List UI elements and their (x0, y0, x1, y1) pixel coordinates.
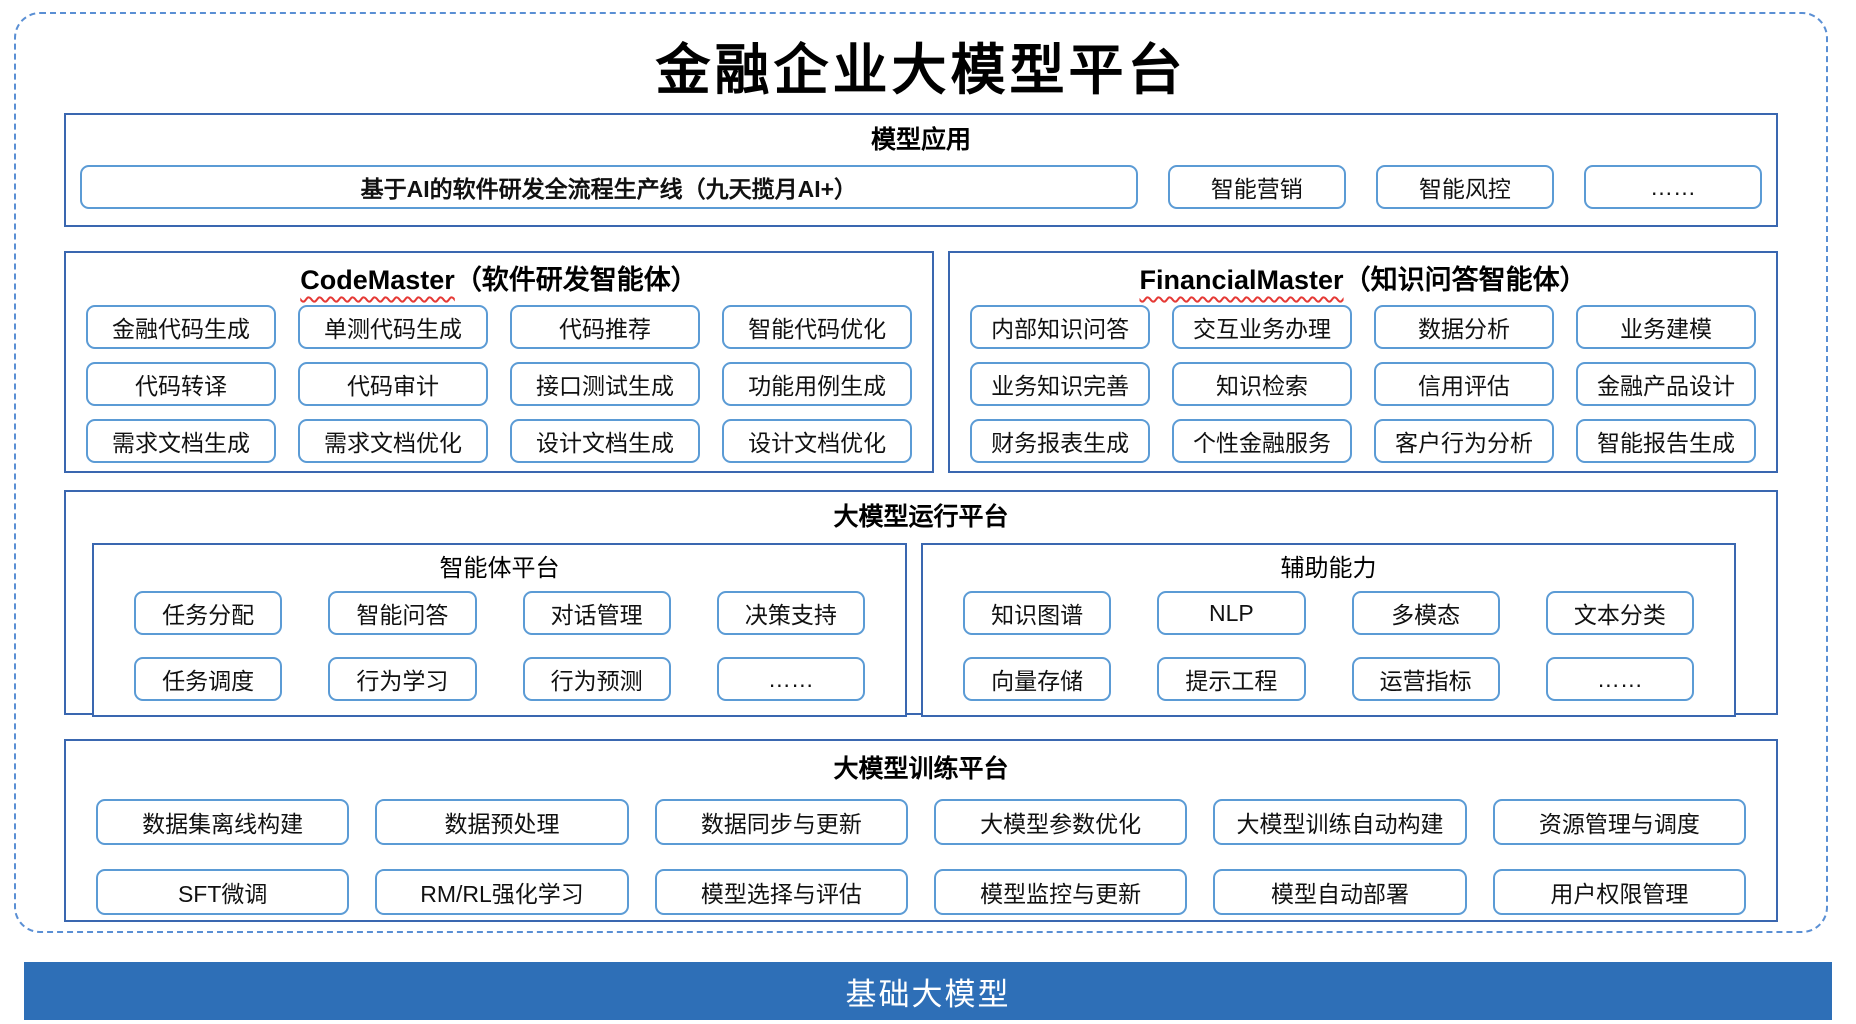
codemaster-name: CodeMaster (300, 265, 455, 295)
capability-box: 设计文档生成 (510, 419, 701, 463)
capability-box: 数据预处理 (375, 799, 629, 845)
agents-row: CodeMaster（软件研发智能体） 金融代码生成 单测代码生成 代码推荐 智… (64, 251, 1778, 473)
capability-box: SFT微调 (96, 869, 350, 915)
codemaster-grid: 金融代码生成 单测代码生成 代码推荐 智能代码优化 代码转译 代码审计 接口测试… (80, 301, 918, 463)
runtime-subsections: 智能体平台 任务分配 智能问答 对话管理 决策支持 任务调度 行为学习 行为预测… (92, 543, 1750, 717)
training-platform-grid: 数据集离线构建 数据预处理 数据同步与更新 大模型参数优化 大模型训练自动构建 … (92, 799, 1750, 915)
capability-box: 运营指标 (1351, 657, 1500, 701)
financialmaster-subtitle: （知识问答智能体） (1343, 265, 1587, 295)
financialmaster-grid: 内部知识问答 交互业务办理 数据分析 业务建模 业务知识完善 知识检索 信用评估… (964, 301, 1762, 463)
financialmaster-name: FinancialMaster (1139, 265, 1344, 295)
ellipsis-box: …… (716, 657, 865, 701)
capability-box: 代码转译 (86, 362, 277, 406)
ellipsis-box: …… (1545, 657, 1694, 701)
capability-box: 代码推荐 (510, 305, 701, 349)
capability-box: 代码审计 (298, 362, 489, 406)
capability-box: 模型自动部署 (1213, 869, 1467, 915)
model-application-section: 模型应用 基于AI的软件研发全流程生产线（九天揽月AI+） 智能营销 智能风控 … (64, 113, 1778, 227)
capability-box: 财务报表生成 (970, 419, 1151, 463)
capability-box: 向量存储 (963, 657, 1112, 701)
capability-box: 智能报告生成 (1576, 419, 1756, 463)
capability-box: 数据集离线构建 (96, 799, 350, 845)
model-application-row: 基于AI的软件研发全流程生产线（九天揽月AI+） 智能营销 智能风控 …… (80, 165, 1763, 209)
platform-frame: 金融企业大模型平台 模型应用 基于AI的软件研发全流程生产线（九天揽月AI+） … (14, 12, 1828, 933)
capability-box: 模型监控与更新 (933, 869, 1188, 915)
ellipsis-box: …… (1583, 165, 1763, 209)
capability-box: 知识检索 (1172, 362, 1353, 406)
agent-platform-header: 智能体平台 (439, 555, 560, 582)
agent-platform-grid: 任务分配 智能问答 对话管理 决策支持 任务调度 行为学习 行为预测 …… (126, 591, 873, 701)
financialmaster-section: FinancialMaster（知识问答智能体） 内部知识问答 交互业务办理 数… (948, 251, 1778, 473)
capability-box: 行为预测 (522, 657, 671, 701)
foundation-model-bar: 基础大模型 (24, 962, 1832, 1020)
codemaster-subtitle: （软件研发智能体） (454, 265, 698, 295)
capability-box: 需求文档优化 (298, 419, 489, 463)
capability-box: 任务分配 (134, 591, 283, 635)
capability-box: 多模态 (1351, 591, 1500, 635)
capability-box: 金融产品设计 (1576, 362, 1756, 406)
capability-box: 提示工程 (1157, 657, 1306, 701)
capability-box: 内部知识问答 (970, 305, 1151, 349)
ai-pipeline-box: 基于AI的软件研发全流程生产线（九天揽月AI+） (80, 165, 1138, 209)
runtime-platform-header: 大模型运行平台 (833, 503, 1009, 531)
capability-box: 任务调度 (134, 657, 283, 701)
codemaster-header: CodeMaster（软件研发智能体） (80, 259, 918, 301)
page-title: 金融企业大模型平台 (655, 37, 1187, 102)
capability-box: 大模型训练自动构建 (1213, 799, 1467, 845)
capability-box: 业务知识完善 (970, 362, 1151, 406)
capability-box: 交互业务办理 (1172, 305, 1353, 349)
financialmaster-header: FinancialMaster（知识问答智能体） (964, 259, 1762, 301)
capability-box: 大模型参数优化 (933, 799, 1188, 845)
agent-platform-subsection: 智能体平台 任务分配 智能问答 对话管理 决策支持 任务调度 行为学习 行为预测… (92, 543, 907, 717)
auxiliary-capability-header: 辅助能力 (1280, 555, 1377, 582)
capability-box: RM/RL强化学习 (375, 869, 629, 915)
capability-box: 行为学习 (328, 657, 477, 701)
capability-box: 单测代码生成 (298, 305, 489, 349)
capability-box: 用户权限管理 (1492, 869, 1746, 915)
capability-box: 文本分类 (1545, 591, 1694, 635)
capability-box: 信用评估 (1374, 362, 1555, 406)
capability-box: 功能用例生成 (722, 362, 913, 406)
capability-box: 客户行为分析 (1374, 419, 1555, 463)
capability-box: 资源管理与调度 (1492, 799, 1746, 845)
capability-box: 设计文档优化 (722, 419, 913, 463)
capability-box: 知识图谱 (963, 591, 1112, 635)
capability-box: 数据同步与更新 (654, 799, 908, 845)
training-platform-header: 大模型训练平台 (833, 755, 1009, 783)
model-application-header: 模型应用 (870, 126, 971, 154)
capability-box: 需求文档生成 (86, 419, 277, 463)
capability-box: 金融代码生成 (86, 305, 277, 349)
capability-box: 智能代码优化 (722, 305, 913, 349)
capability-box: 智能问答 (328, 591, 477, 635)
capability-box: 智能风控 (1375, 165, 1554, 209)
capability-box: 智能营销 (1167, 165, 1346, 209)
capability-box: 决策支持 (716, 591, 865, 635)
training-platform-section: 大模型训练平台 数据集离线构建 数据预处理 数据同步与更新 大模型参数优化 大模… (64, 739, 1778, 922)
capability-box: 模型选择与评估 (654, 869, 908, 915)
runtime-platform-section: 大模型运行平台 智能体平台 任务分配 智能问答 对话管理 决策支持 任务调度 行… (64, 490, 1778, 717)
codemaster-section: CodeMaster（软件研发智能体） 金融代码生成 单测代码生成 代码推荐 智… (64, 251, 935, 473)
capability-box: 业务建模 (1576, 305, 1756, 349)
capability-box: 接口测试生成 (510, 362, 701, 406)
auxiliary-capability-grid: 知识图谱 NLP 多模态 文本分类 向量存储 提示工程 运营指标 …… (955, 591, 1702, 701)
capability-box: 个性金融服务 (1172, 419, 1353, 463)
capability-box: 数据分析 (1374, 305, 1555, 349)
auxiliary-capability-subsection: 辅助能力 知识图谱 NLP 多模态 文本分类 向量存储 提示工程 运营指标 …… (921, 543, 1736, 717)
capability-box: 对话管理 (522, 591, 671, 635)
capability-box: NLP (1157, 591, 1306, 635)
